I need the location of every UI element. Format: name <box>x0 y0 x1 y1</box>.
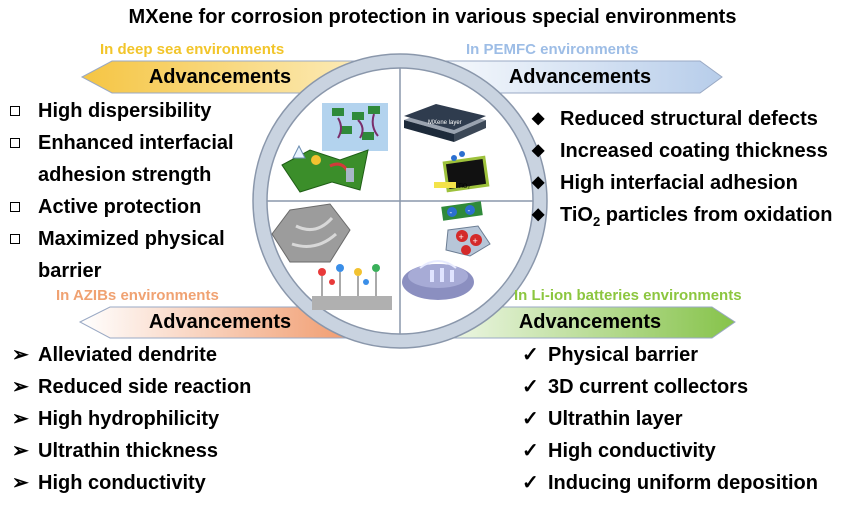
checkmark-bullet-icon: ✓ <box>522 376 539 398</box>
square-bullet-icon <box>10 138 20 148</box>
list-item: barrier <box>38 260 102 282</box>
top-left-heading: Advancements <box>148 66 292 88</box>
svg-text:+: + <box>459 232 464 242</box>
pemfc-illustration: MXene layer TiO₂ <box>404 104 490 193</box>
tio2-label: TiO₂ <box>458 184 470 190</box>
list-item: Active protection <box>10 191 234 223</box>
list-item: ✓3D current collectors <box>522 371 818 403</box>
list-item: ◆Increased coating thickness <box>532 135 832 167</box>
top-right-heading: Advancements <box>508 66 652 88</box>
diamond-bullet-icon: ◆ <box>532 142 545 159</box>
arrowhead-bullet-icon: ➢ <box>12 472 29 494</box>
azibs-label: In AZIBs environments <box>56 287 219 304</box>
azibs-advancements-list: ➢Alleviated dendrite ➢Reduced side react… <box>12 339 251 499</box>
square-bullet-icon <box>10 202 20 212</box>
svg-text:+: + <box>473 236 478 246</box>
diamond-bullet-icon: ◆ <box>532 174 545 191</box>
square-bullet-icon <box>10 234 20 244</box>
arrowhead-bullet-icon: ➢ <box>12 344 29 366</box>
checkmark-bullet-icon: ✓ <box>522 472 539 494</box>
arrowhead-bullet-icon: ➢ <box>12 408 29 430</box>
list-item: ✓Ultrathin layer <box>522 403 818 435</box>
list-item: ➢Reduced side reaction <box>12 371 251 403</box>
list-item: High dispersibility <box>10 95 234 127</box>
list-item: ➢High conductivity <box>12 467 251 499</box>
list-item: Maximized physical <box>10 223 234 255</box>
diamond-bullet-icon: ◆ <box>532 110 545 127</box>
list-item: ◆Reduced structural defects <box>532 103 832 135</box>
list-item: ◆TiO2 particles from oxidation <box>532 199 832 238</box>
list-item: ➢Ultrathin thickness <box>12 435 251 467</box>
checkmark-bullet-icon: ✓ <box>522 344 539 366</box>
pemfc-label: In PEMFC environments <box>466 41 639 58</box>
svg-text:-: - <box>468 206 471 215</box>
diagram-title: MXene for corrosion protection in variou… <box>128 6 737 28</box>
liion-advancements-list: ✓Physical barrier ✓3D current collectors… <box>522 339 818 499</box>
bottom-left-heading: Advancements <box>148 311 292 333</box>
list-item: ◆High interfacial adhesion <box>532 167 832 199</box>
list-item: ➢Alleviated dendrite <box>12 339 251 371</box>
mxene-layer-label: MXene layer <box>428 120 462 126</box>
arrowhead-bullet-icon: ➢ <box>12 376 29 398</box>
list-item: ✓Physical barrier <box>522 339 818 371</box>
pemfc-advancements-list: ◆Reduced structural defects ◆Increased c… <box>532 103 832 238</box>
bottom-right-heading: Advancements <box>518 311 662 333</box>
checkmark-bullet-icon: ✓ <box>522 440 539 462</box>
liion-label: In Li-ion batteries environments <box>514 287 742 304</box>
list-item: Enhanced interfacial <box>10 127 234 159</box>
liion-illustration: - - + + <box>402 201 491 300</box>
deep-sea-illustration <box>281 103 388 193</box>
checkmark-bullet-icon: ✓ <box>522 408 539 430</box>
list-item: ➢High hydrophilicity <box>12 403 251 435</box>
arrowhead-bullet-icon: ➢ <box>12 440 29 462</box>
diamond-bullet-icon: ◆ <box>532 206 545 223</box>
azibs-illustration <box>271 203 392 310</box>
deep-sea-advancements-list: High dispersibility Enhanced interfacial… <box>10 95 234 287</box>
list-item: ✓Inducing uniform deposition <box>522 467 818 499</box>
deep-sea-label: In deep sea environments <box>100 41 285 58</box>
square-bullet-icon <box>10 106 20 116</box>
svg-text:-: - <box>450 208 453 217</box>
list-item: adhesion strength <box>38 164 212 186</box>
list-item: ✓High conductivity <box>522 435 818 467</box>
